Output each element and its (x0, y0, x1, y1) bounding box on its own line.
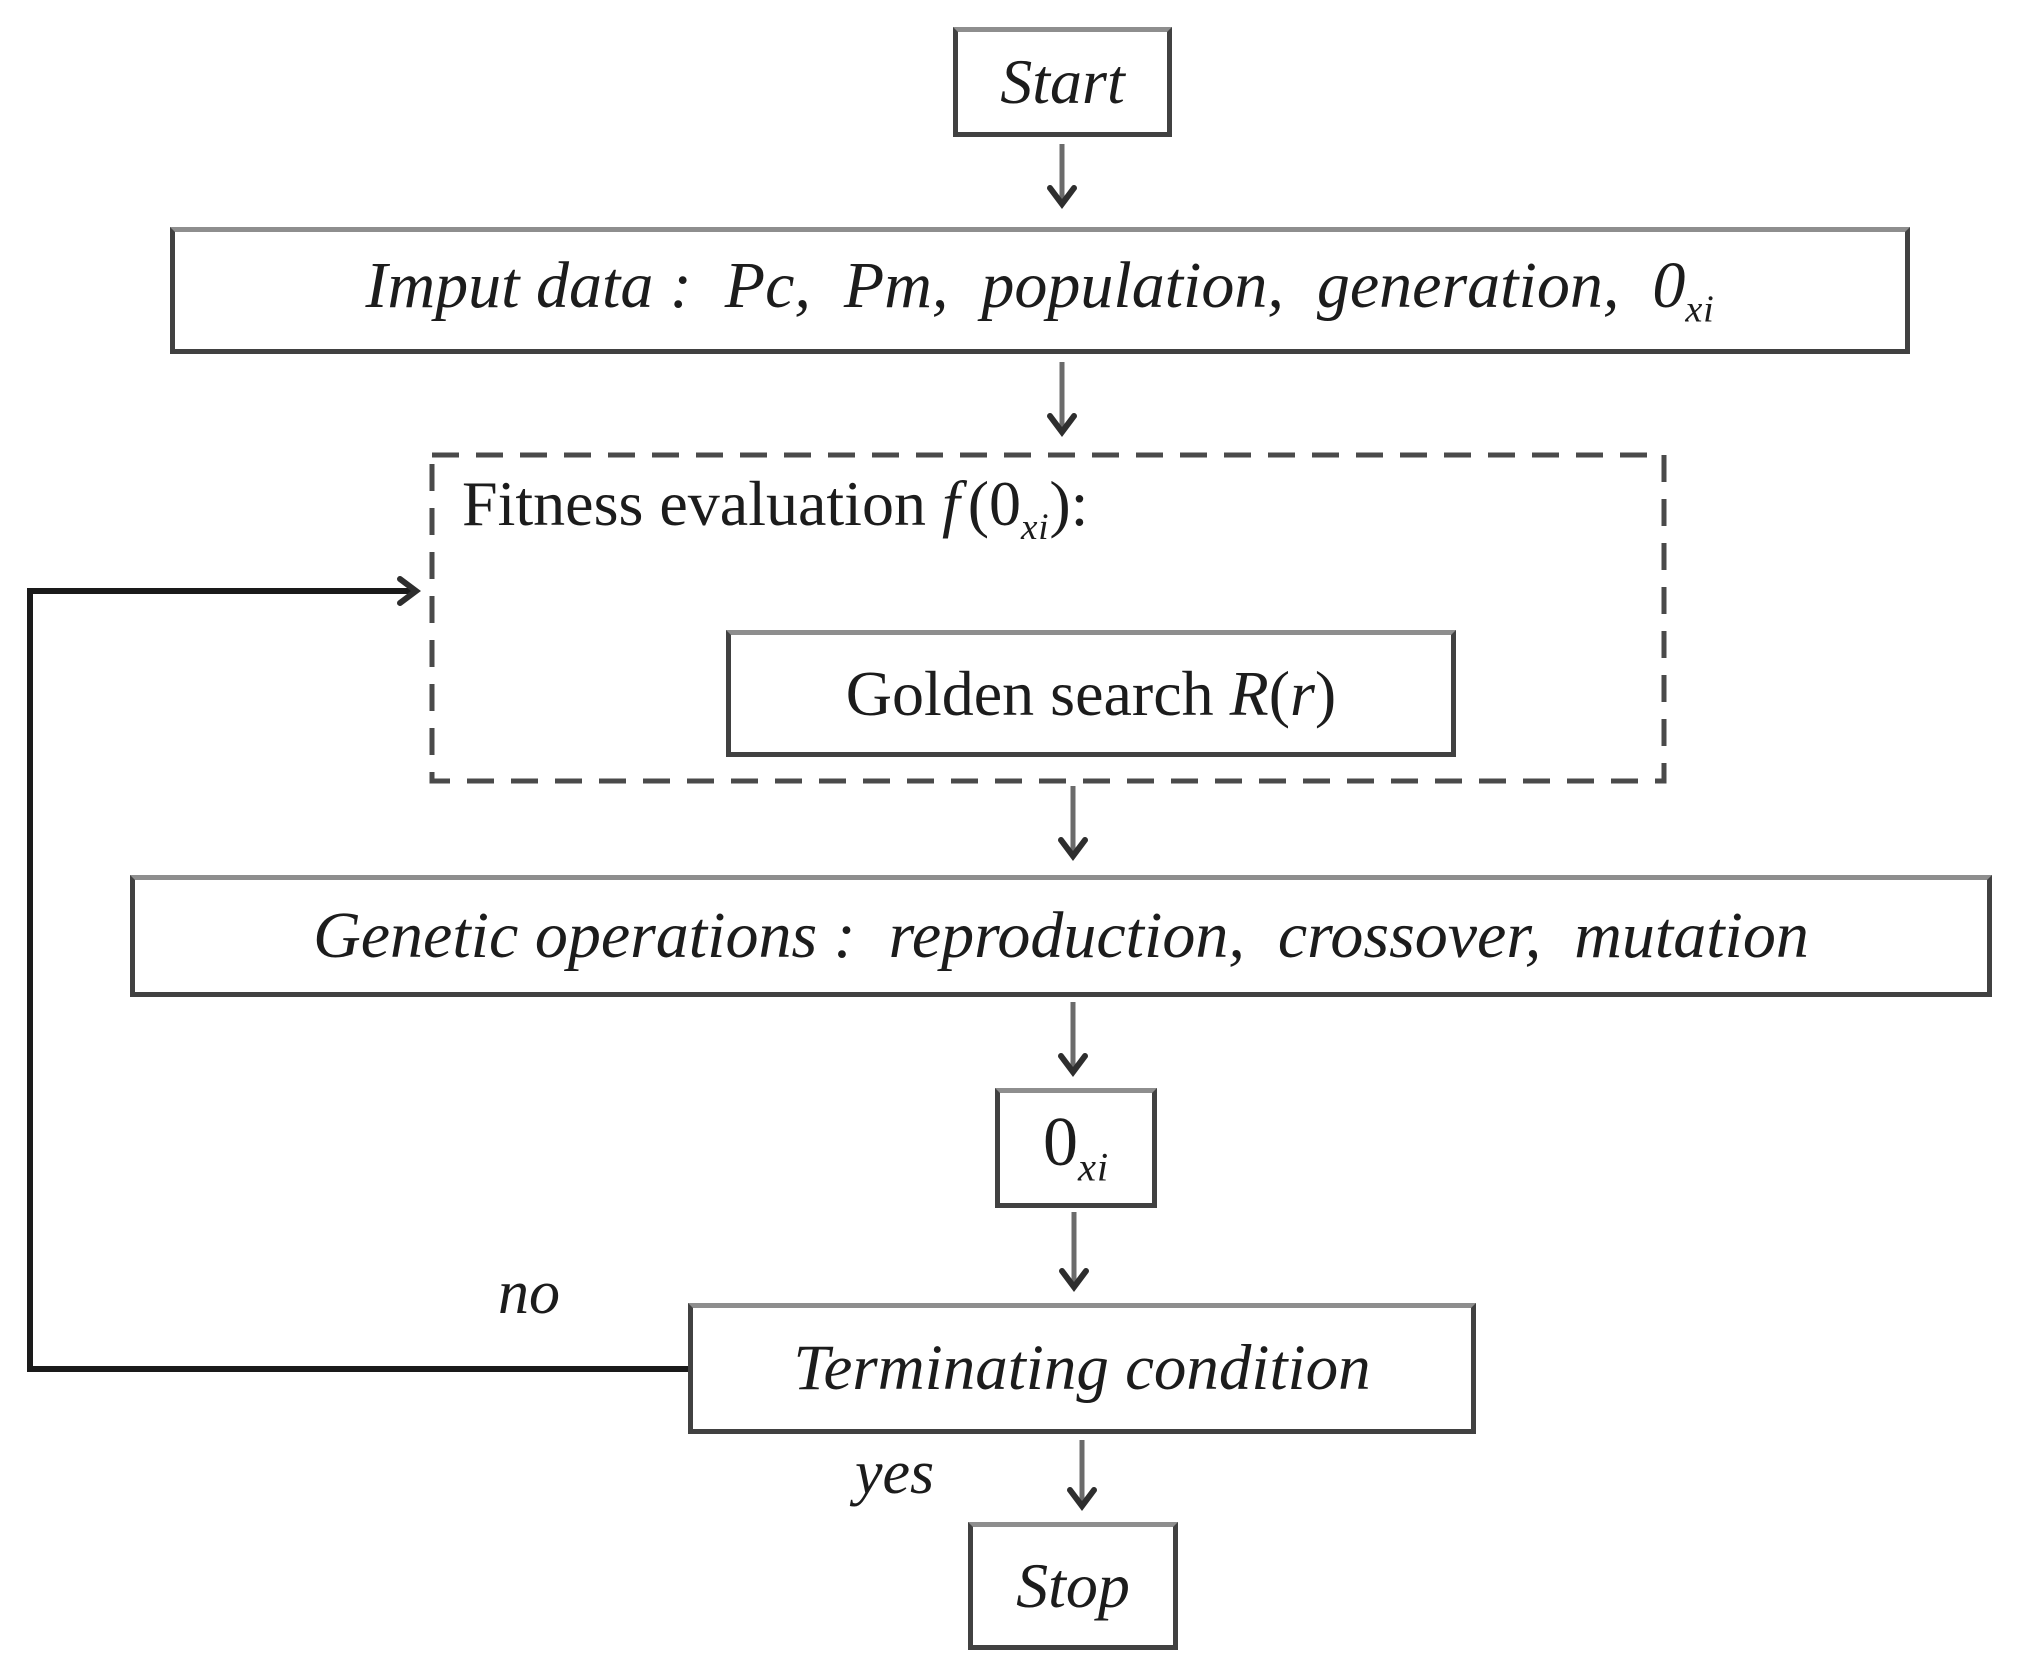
golden-search-label: Golden search R(r) (846, 661, 1336, 726)
fitness-func-symbol: f (941, 468, 960, 539)
fitness-subscript: xi (1021, 507, 1050, 549)
stop-node: Stop (968, 1522, 1178, 1650)
oxi-base: 0 (1043, 1103, 1079, 1181)
oxi-node: 0xi (995, 1088, 1157, 1208)
golden-search-node: Golden search R(r) (726, 630, 1456, 757)
oxi-label: 0xi (1043, 1107, 1109, 1190)
genetic-operations-node: Genetic operations : reproduction, cross… (130, 875, 1992, 997)
fitness-group-dashed-border (429, 452, 1667, 784)
terminating-condition-label: Terminating condition (793, 1332, 1371, 1404)
input-data-node: Imput data : Pc, Pm, population, generat… (170, 227, 1910, 354)
no-loop-line (27, 576, 688, 1372)
start-label: Start (1000, 46, 1125, 117)
input-data-text: Imput data : Pc, Pm, population, generat… (365, 248, 1686, 322)
no-edge-label: no (498, 1259, 560, 1327)
fitness-prefix: Fitness evaluation (462, 468, 942, 539)
stop-label: Stop (1016, 1550, 1130, 1621)
golden-prefix: Golden search (845, 657, 1230, 729)
golden-paren-open: ( (1268, 657, 1291, 729)
start-node: Start (953, 27, 1172, 137)
golden-arg-symbol: r (1290, 657, 1315, 729)
golden-paren-close: ) (1314, 657, 1337, 729)
golden-func-symbol: R (1229, 657, 1269, 729)
fitness-paren-open: (0 (967, 468, 1022, 539)
input-data-subscript: xi (1685, 288, 1715, 331)
input-data-label: Imput data : Pc, Pm, population, generat… (366, 252, 1715, 331)
yes-edge-label: yes (855, 1439, 935, 1507)
genetic-operations-label: Genetic operations : reproduction, cross… (313, 899, 1809, 972)
fitness-paren-close: ): (1049, 468, 1089, 539)
fitness-evaluation-label: Fitness evaluation f(0xi): (462, 472, 1088, 549)
terminating-condition-node: Terminating condition (688, 1303, 1476, 1434)
oxi-subscript: xi (1078, 1144, 1109, 1190)
